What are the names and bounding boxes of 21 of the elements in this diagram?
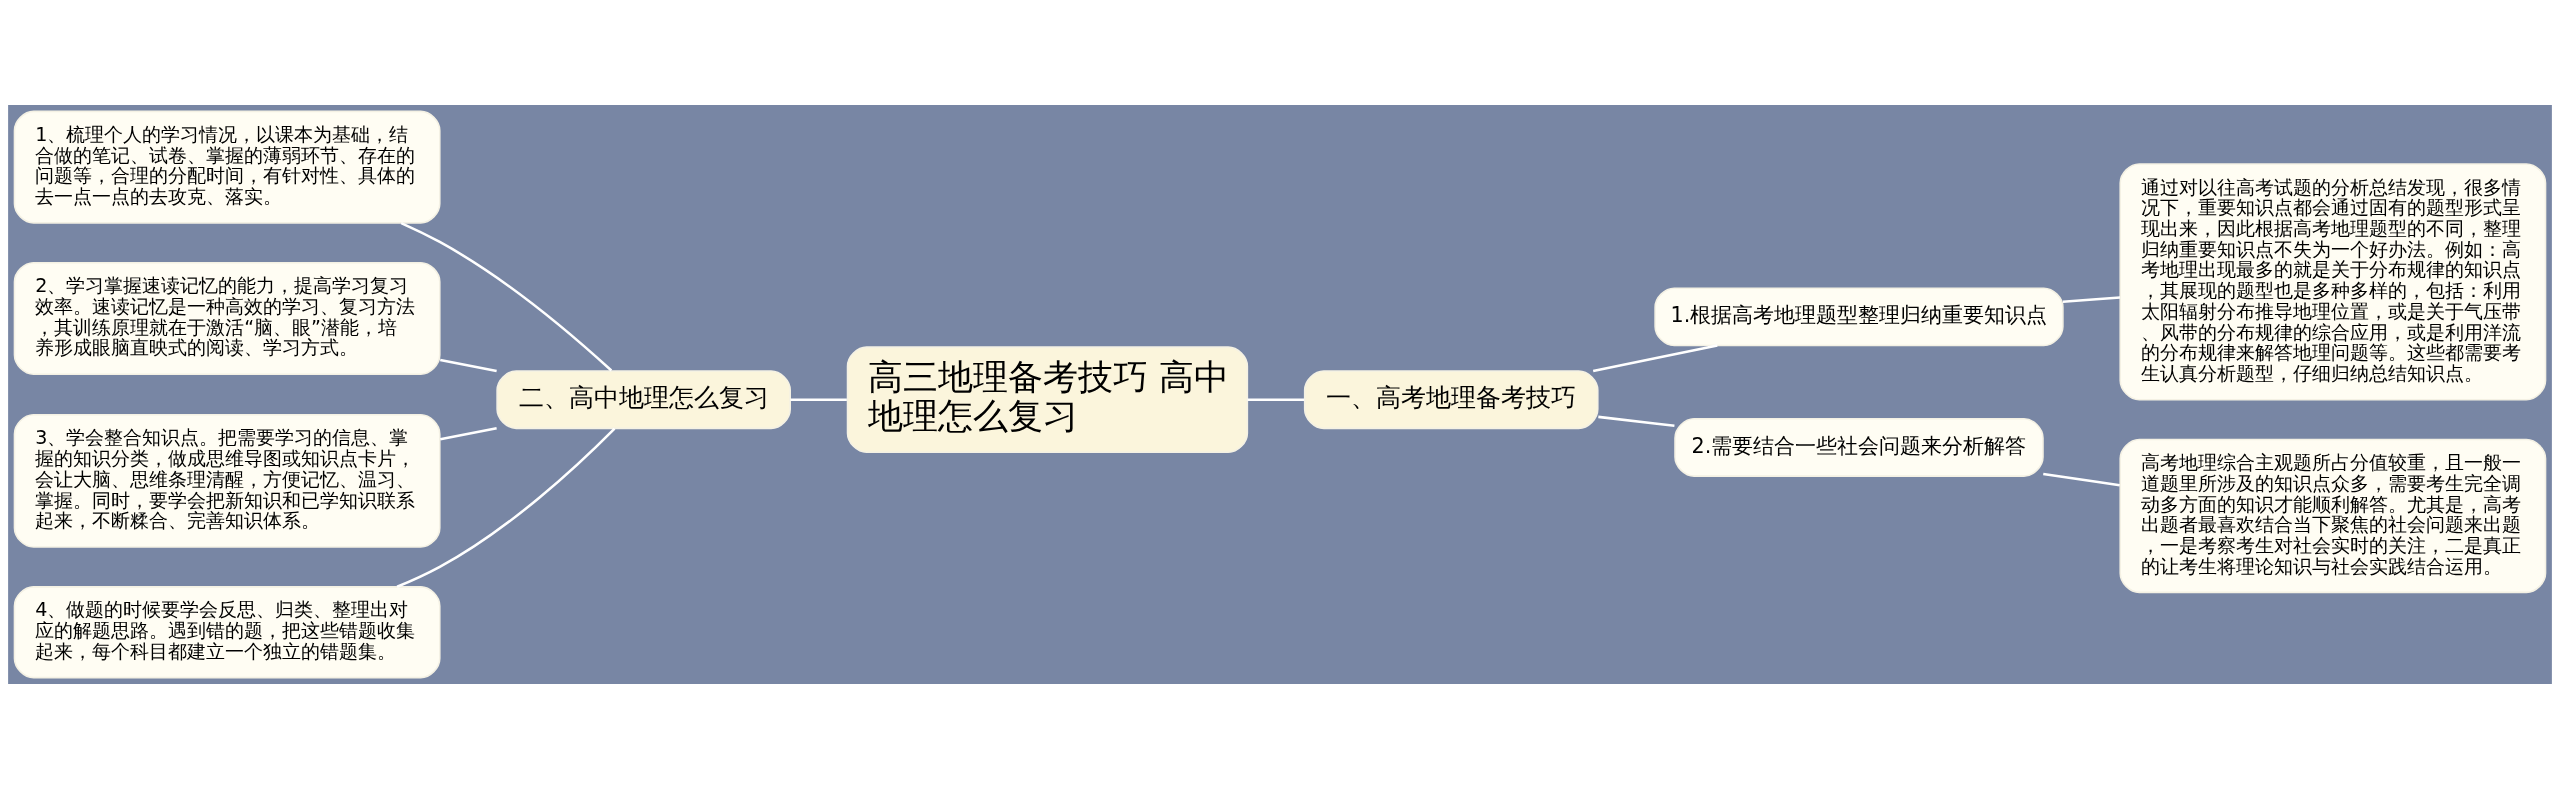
connector (396, 427, 616, 588)
node-box: 1、梳理个人的学习情况，以课本为基础，结合做的笔记、试卷、掌握的薄弱环节、存在的问题等，合理的分配时间，有针对性、具体的去一点一点的去攻克、落实。 (13, 110, 441, 224)
connector (1592, 343, 1718, 372)
node-box: 1.根据高考地理题型整理归纳重要知识点 (1654, 286, 2064, 346)
connector (400, 221, 613, 371)
connector (790, 397, 847, 401)
node-box: 2.需要结合一些社会问题来分析解答 (1674, 417, 2044, 477)
connector (1247, 397, 1305, 401)
connector (1598, 415, 1675, 427)
node-box: 2、学习掌握速读记忆的能力，提高学习复习效率。速读记忆是一种高效的学习、复习方法，其训练原理就在于激活“脑、眼”潜能，培养形成眼脑直映式的阅读、学习方式。 (13, 261, 441, 375)
node-box: 3、学会整合知识点。把需要学习的信息、掌握的知识分类，做成思维导图或知识点卡片，会让大脑、思维条理清醒，方便记忆、温习、掌握。同时，要学会把新知识和已学知识联系起来，不断糅合、完善知识体系。 (13, 413, 441, 548)
node-box: 4、做题的时候要学会反思、归类、整理出对应的解题思路。遇到错的题，把这些错题收集起来，每个科目都建立一个独立的错题集。 (13, 585, 441, 678)
connector (440, 426, 497, 441)
node-box: 二、高中地理怎么复习 (496, 369, 791, 429)
node-box: 高考地理综合主观题所占分值较重，且一般一道题里所涉及的知识点众多，需要考生完全调动多方面的知识才能顺利解答。尤其是，高考出题者最喜欢结合当下聚焦的社会问题来出题，一是考察考生对社会实时的关注，二是真正的让考生将理论知识与社会实践结合运用。 (2119, 438, 2547, 593)
node-box: 一、高考地理备考技巧 (1303, 369, 1599, 429)
connector (440, 358, 497, 372)
node-box: 高三地理备考技巧 高中地理怎么复习 (846, 345, 1249, 453)
node-box: 通过对以往高考试题的分析总结发现，很多情况下，重要知识点都会通过固有的题型形式呈现出来，因此根据高考地理题型的不同，整理归纳重要知识点不失为一个好办法。例如：高考地理出现最多的就是关于分布规律的知识点，其展现的题型也是多种多样的，包括：利用太阳辐射分布推导地理位置，或是关于气压带、风带的分布规律的综合应用，或是利用洋流的分布规律来解答地理问题等。这些都需要考生认真分析题型，仔细归纳总结知识点。 (2119, 162, 2547, 400)
connector (2043, 472, 2120, 486)
connector (2062, 295, 2121, 303)
